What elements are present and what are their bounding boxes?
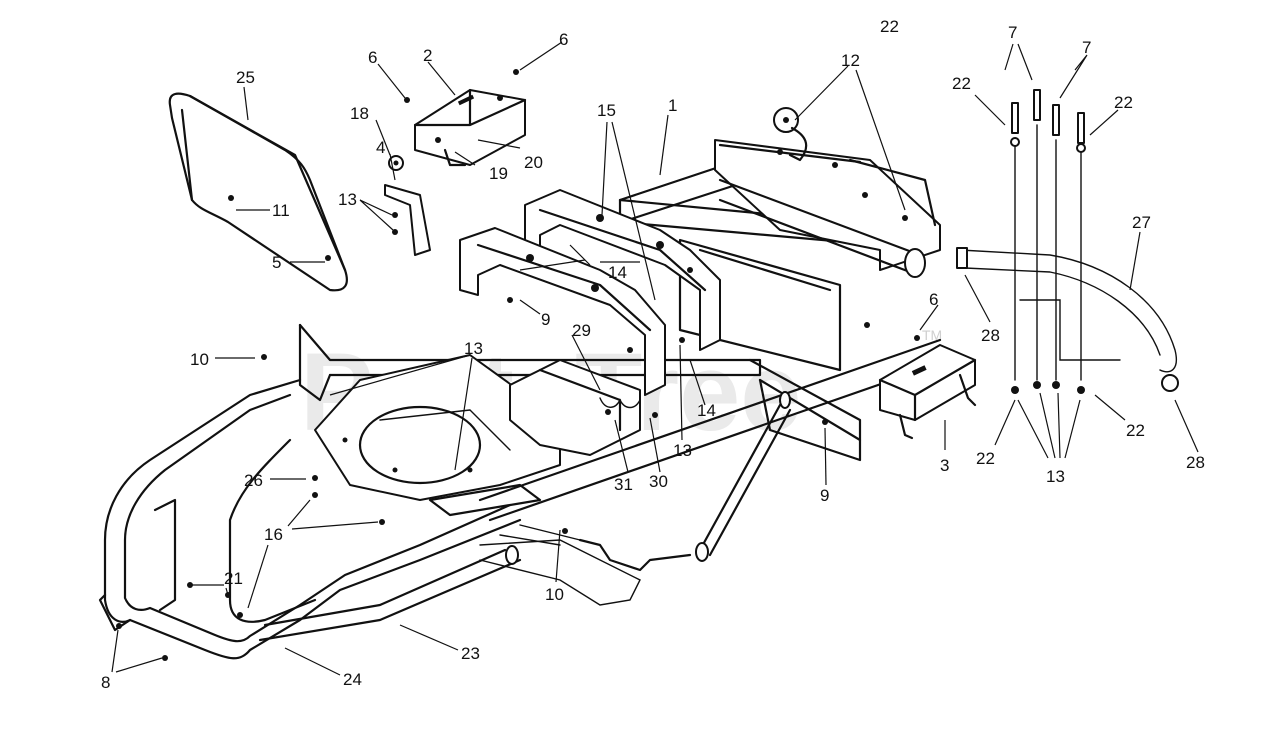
callout-31: 31 bbox=[614, 475, 633, 494]
callout-18: 18 bbox=[350, 104, 369, 123]
callout-28: 28 bbox=[1186, 453, 1205, 472]
callout-10: 10 bbox=[190, 350, 209, 369]
callout-3: 3 bbox=[940, 456, 949, 475]
callout-11: 11 bbox=[272, 201, 290, 220]
callout-1: 1 bbox=[668, 96, 677, 115]
callout-6: 6 bbox=[559, 30, 568, 49]
callout-6: 6 bbox=[368, 48, 377, 67]
lower-bar[interactable] bbox=[258, 545, 522, 642]
callout-10: 10 bbox=[545, 585, 564, 604]
callout-7: 7 bbox=[1008, 23, 1017, 42]
battery-clip[interactable] bbox=[773, 107, 808, 162]
callout-27: 27 bbox=[1132, 213, 1151, 232]
callout-14: 14 bbox=[608, 263, 627, 282]
callout-2: 2 bbox=[423, 46, 432, 65]
steering-bracket[interactable] bbox=[413, 88, 527, 167]
foot-plate[interactable] bbox=[479, 524, 692, 606]
callout-14: 14 bbox=[697, 401, 716, 420]
callout-26: 26 bbox=[244, 471, 263, 490]
leader-lines bbox=[111, 41, 1199, 676]
callout-22: 22 bbox=[952, 74, 971, 93]
callout-5: 5 bbox=[272, 253, 281, 272]
callout-13: 13 bbox=[673, 441, 692, 460]
callout-20: 20 bbox=[524, 153, 543, 172]
tie-rod[interactable] bbox=[695, 391, 792, 562]
hand-rail[interactable] bbox=[168, 92, 348, 292]
main-frame[interactable] bbox=[298, 139, 952, 522]
mounting-bolts[interactable] bbox=[1010, 89, 1086, 394]
callout-8: 8 bbox=[101, 673, 110, 692]
callout-9: 9 bbox=[820, 486, 829, 505]
callout-24: 24 bbox=[343, 670, 362, 689]
deck-plate[interactable] bbox=[314, 354, 561, 501]
hardware-bolts bbox=[116, 69, 920, 661]
callout-13: 13 bbox=[1046, 467, 1065, 486]
callout-23: 23 bbox=[461, 644, 480, 663]
bumper-tube[interactable] bbox=[98, 378, 522, 660]
callout-22: 22 bbox=[880, 17, 899, 36]
callout-19: 19 bbox=[489, 164, 508, 183]
rear-mount-bracket[interactable] bbox=[878, 344, 977, 440]
callout-12: 12 bbox=[841, 51, 860, 70]
callout-22: 22 bbox=[1126, 421, 1145, 440]
callout-16: 16 bbox=[264, 525, 283, 544]
callout-29: 29 bbox=[572, 321, 591, 340]
watermark-trademark: TM bbox=[922, 327, 942, 343]
seat-bracket-front[interactable] bbox=[459, 227, 666, 396]
callout-30: 30 bbox=[649, 472, 668, 491]
callout-9: 9 bbox=[541, 310, 550, 329]
callout-6: 6 bbox=[929, 290, 938, 309]
callout-21: 21 bbox=[224, 569, 243, 588]
callout-22: 22 bbox=[976, 449, 995, 468]
callout-7: 7 bbox=[1082, 38, 1091, 57]
lever-bracket[interactable] bbox=[384, 155, 431, 256]
callout-13: 13 bbox=[338, 190, 357, 209]
callout-28: 28 bbox=[981, 326, 1000, 345]
callout-25: 25 bbox=[236, 68, 255, 87]
callout-15: 15 bbox=[597, 101, 616, 120]
callout-4: 4 bbox=[376, 138, 385, 157]
fuel-hose[interactable] bbox=[956, 247, 1179, 392]
callout-labels: 22 25 6 2 6 12 7 7 22 22 18 15 1 4 20 19… bbox=[101, 17, 1205, 692]
callout-13: 13 bbox=[464, 339, 483, 358]
callout-22: 22 bbox=[1114, 93, 1133, 112]
pivot-bracket[interactable] bbox=[509, 359, 641, 456]
